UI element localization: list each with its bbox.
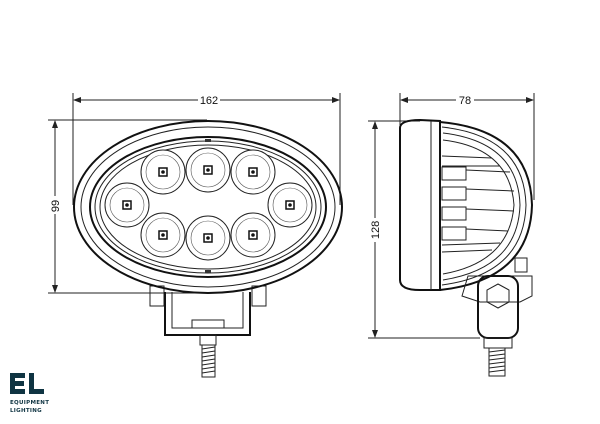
logo-line1: EQUIPMENT [10, 400, 49, 406]
led-reflector [140, 212, 186, 258]
cooling-fins [441, 155, 515, 253]
width-dimension: 162 [72, 93, 341, 205]
side-bolt-thread [488, 347, 506, 377]
side-height-label: 128 [370, 221, 382, 239]
front-view: 162 99 [48, 93, 343, 378]
led-reflector [267, 182, 313, 228]
led-reflector [104, 182, 150, 228]
logo-line2: LIGHTING [10, 408, 42, 414]
depth-label: 78 [459, 95, 471, 107]
side-view: 78 128 [368, 93, 535, 377]
led-reflector [230, 212, 276, 258]
lamp-body [73, 120, 343, 294]
led-reflector [185, 215, 231, 261]
led-reflector [230, 149, 276, 195]
equipment-lighting-logo: EQUIPMENT LIGHTING [10, 373, 49, 414]
led-array [104, 147, 313, 261]
width-label: 162 [200, 95, 218, 107]
height-label: 99 [50, 200, 62, 212]
led-reflector [185, 147, 231, 193]
height-dimension: 99 [48, 119, 207, 294]
led-reflector [140, 149, 186, 195]
bracket [149, 285, 267, 378]
side-bracket [461, 257, 533, 377]
bolt-thread [201, 344, 216, 378]
side-height-dimension: 128 [368, 120, 480, 339]
lamp-side-body [399, 118, 534, 291]
depth-dimension: 78 [399, 93, 535, 200]
